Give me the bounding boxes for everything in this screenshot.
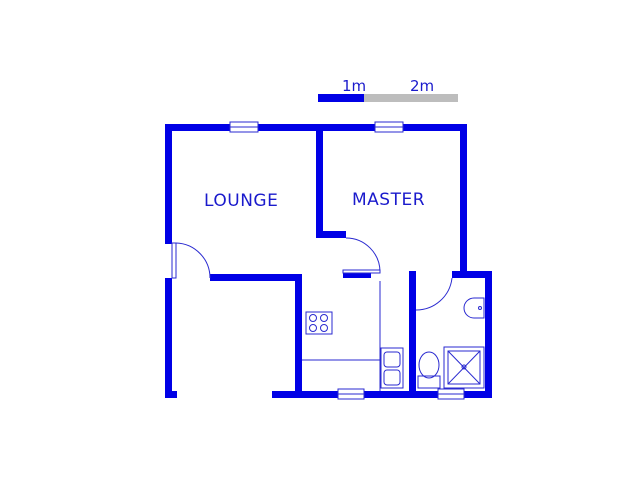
stove bbox=[305, 311, 333, 335]
stove-burner-3 bbox=[309, 324, 317, 332]
bathroom-fixtures bbox=[417, 297, 485, 389]
toilet-cistern bbox=[417, 375, 441, 389]
basin-tap bbox=[478, 306, 482, 310]
partition-wall-foot bbox=[316, 231, 346, 238]
walls bbox=[165, 124, 492, 398]
master-door-swing bbox=[345, 237, 381, 273]
master-door-leaf bbox=[342, 269, 381, 274]
room-label-lounge: LOUNGE bbox=[204, 191, 278, 211]
toilet-bowl bbox=[418, 351, 440, 379]
bottom-wall-right bbox=[272, 391, 490, 398]
partition-wall bbox=[316, 124, 323, 238]
kitchen-top-wall bbox=[210, 274, 302, 281]
entrance-door-swing bbox=[175, 242, 211, 279]
bathroom-left-wall bbox=[409, 271, 416, 398]
bathroom-right-wall bbox=[485, 271, 492, 398]
shower-inner bbox=[447, 350, 481, 385]
bathroom-door-swing bbox=[415, 277, 453, 311]
doors bbox=[171, 237, 453, 311]
sink-bowl-2 bbox=[383, 369, 401, 386]
shower-drain bbox=[461, 364, 467, 370]
sink bbox=[380, 347, 404, 389]
stove-burner-2 bbox=[320, 314, 328, 322]
master-right-wall bbox=[460, 124, 467, 276]
scale-label-2m: 2m bbox=[410, 77, 434, 95]
scale-bar: 1m 2m bbox=[318, 77, 458, 102]
bathroom-top-wall-right bbox=[452, 271, 490, 278]
bottom-wall-left bbox=[165, 391, 177, 398]
entrance-door-leaf bbox=[171, 242, 177, 279]
stove-burner-1 bbox=[309, 314, 317, 322]
left-wall-lower bbox=[165, 278, 172, 398]
scale-bar-first-meter bbox=[318, 94, 364, 102]
scale-label-1m: 1m bbox=[342, 77, 366, 95]
room-label-master: MASTER bbox=[352, 190, 425, 210]
left-wall-upper bbox=[165, 124, 172, 244]
wash-basin bbox=[463, 297, 485, 319]
shower bbox=[443, 346, 485, 389]
scale-bar-second-meter bbox=[364, 94, 458, 102]
bathroom-top-wall-left bbox=[343, 271, 371, 278]
sink-bowl-1 bbox=[383, 351, 401, 368]
windows bbox=[229, 121, 465, 400]
stove-burner-4 bbox=[320, 324, 328, 332]
kitchen-left-wall bbox=[295, 274, 302, 398]
kitchen-fixtures bbox=[302, 281, 404, 391]
